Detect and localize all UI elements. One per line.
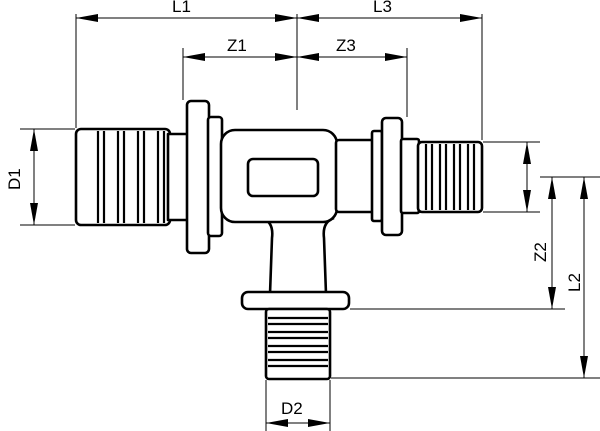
dimension-D3-right <box>523 142 531 212</box>
branch-flange <box>240 290 351 311</box>
label-Z2: Z2 <box>531 242 550 262</box>
left-barbed-end <box>74 127 172 227</box>
left-flange <box>185 99 211 255</box>
right-collar <box>370 129 384 223</box>
dimension-L3: L3 <box>297 0 482 22</box>
right-neck-outer <box>399 137 421 215</box>
dimension-Z3: Z3 <box>297 36 407 61</box>
label-D2: D2 <box>281 399 303 418</box>
dimension-Z2: Z2 <box>531 177 556 309</box>
inspection-window <box>246 157 320 198</box>
right-flange <box>380 116 404 237</box>
branch-stem <box>261 216 335 296</box>
dimension-L1: L1 <box>76 0 297 22</box>
label-L1: L1 <box>172 0 191 16</box>
bottom-barbed-end <box>264 307 332 381</box>
label-Z3: Z3 <box>336 36 356 55</box>
left-neck <box>166 132 190 222</box>
right-barbed-end <box>416 140 484 214</box>
dimension-L2: L2 <box>565 177 588 378</box>
label-L2: L2 <box>565 273 584 292</box>
right-neck <box>334 138 376 214</box>
dimension-Z1: Z1 <box>183 36 297 61</box>
label-D1: D1 <box>5 168 24 190</box>
tee-fitting <box>74 99 484 381</box>
dimension-D1: D1 <box>5 129 38 225</box>
label-L3: L3 <box>373 0 392 16</box>
dimension-D2: D2 <box>266 399 330 427</box>
label-Z1: Z1 <box>227 36 247 55</box>
